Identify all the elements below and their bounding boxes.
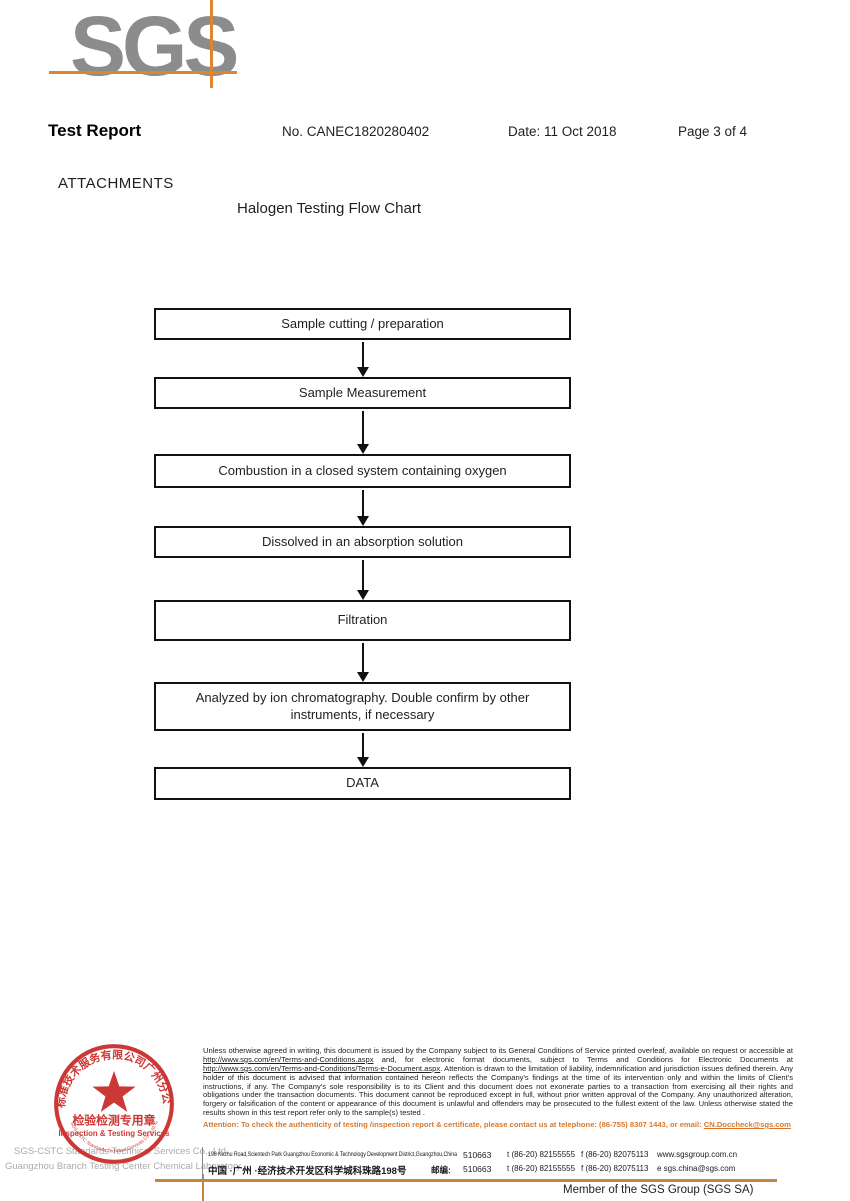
flow-step-sample-measurement: Sample Measurement [154, 377, 571, 409]
address-block: 198 Kezhu Road,Scientech Park Guangzhou … [202, 1147, 794, 1180]
arrow-down-icon [357, 733, 369, 767]
disclaimer-text: Unless otherwise agreed in writing, this… [203, 1046, 793, 1055]
flow-step-combustion: Combustion in a closed system containing… [154, 454, 571, 488]
street-address-en: 198 Kezhu Road,Scientech Park Guangzhou … [208, 1151, 457, 1158]
attention-notice: Attention: To check the authenticity of … [203, 1120, 793, 1130]
flowchart-title: Halogen Testing Flow Chart [237, 200, 421, 217]
legal-disclaimer: Unless otherwise agreed in writing, this… [203, 1046, 793, 1130]
doccheck-email-link[interactable]: CN.Doccheck@sgs.com [703, 1120, 791, 1129]
star-icon [92, 1070, 136, 1113]
flow-step-filtration: Filtration [154, 600, 571, 641]
inspection-stamp-seal: 标准技术服务有限公司广州分公司 SGS-CSTC Standards Techn… [52, 1042, 174, 1164]
terms-e-document-link[interactable]: http://www.sgs.com/en/Terms-and-Conditio… [203, 1063, 441, 1073]
logo-vertical-rule [210, 0, 213, 88]
address-line-cn: 中国 ·广州 ·经济技术开发区科学城科珠路198号 邮编: 510663 t (… [203, 1162, 794, 1178]
telephone: t (86-20) 82155555 [507, 1150, 576, 1159]
arrow-down-icon [357, 643, 369, 682]
website-link[interactable]: www.sgsgroup.com.cn [657, 1150, 738, 1159]
footer-rule [155, 1179, 777, 1182]
attention-text: Attention: To check the authenticity of … [203, 1120, 704, 1129]
street-address-cn: 中国 ·广州 ·经济技术开发区科学城科珠路198号 [208, 1166, 407, 1177]
attachments-heading: ATTACHMENTS [58, 175, 174, 192]
footer-rule-tick [202, 1174, 204, 1201]
fax: f (86-20) 82075113 [581, 1150, 649, 1159]
arrow-down-icon [357, 560, 369, 600]
email-link[interactable]: e sgs.china@sgs.com [657, 1164, 736, 1173]
stamp-center-en: Inspection & Testing Services [58, 1129, 170, 1138]
flow-step-dissolved: Dissolved in an absorption solution [154, 526, 571, 558]
company-lab-line: Guangzhou Branch Testing Center Chemical… [5, 1161, 243, 1172]
fax: f (86-20) 82075113 [581, 1164, 649, 1173]
flow-step-data: DATA [154, 767, 571, 800]
disclaimer-text: and, for electronic format documents, su… [373, 1054, 793, 1064]
flow-step-sample-cutting: Sample cutting / preparation [154, 308, 571, 340]
arrow-down-icon [357, 490, 369, 526]
address-line-en: 198 Kezhu Road,Scientech Park Guangzhou … [203, 1148, 794, 1164]
disclaimer-text: . Attention is drawn to the limitation o… [203, 1063, 793, 1118]
arrow-down-icon [357, 342, 369, 377]
terms-link[interactable]: http://www.sgs.com/en/Terms-and-Conditio… [203, 1054, 374, 1064]
postal-code: 510663 [463, 1150, 492, 1160]
logo-horizontal-rule [49, 71, 237, 74]
report-title: Test Report [48, 121, 142, 140]
flow-step-analysis: Analyzed by ion chromatography. Double c… [154, 682, 571, 731]
report-date: Date: 11 Oct 2018 [508, 124, 617, 139]
sgs-membership-note: Member of the SGS Group (SGS SA) [563, 1184, 754, 1196]
postal-label-cn: 邮编: [431, 1165, 451, 1175]
postal-code: 510663 [463, 1164, 492, 1174]
page-indicator: Page 3 of 4 [678, 124, 748, 139]
stamp-center-cn: 检验检测专用章 [72, 1114, 155, 1128]
report-number: No. CANEC1820280402 [282, 124, 430, 139]
company-name-line: SGS-CSTC Standards Technical Services Co… [14, 1146, 229, 1157]
arrow-down-icon [357, 411, 369, 454]
disclaimer-paragraph: Unless otherwise agreed in writing, this… [203, 1046, 793, 1118]
telephone: t (86-20) 82155555 [507, 1164, 576, 1173]
